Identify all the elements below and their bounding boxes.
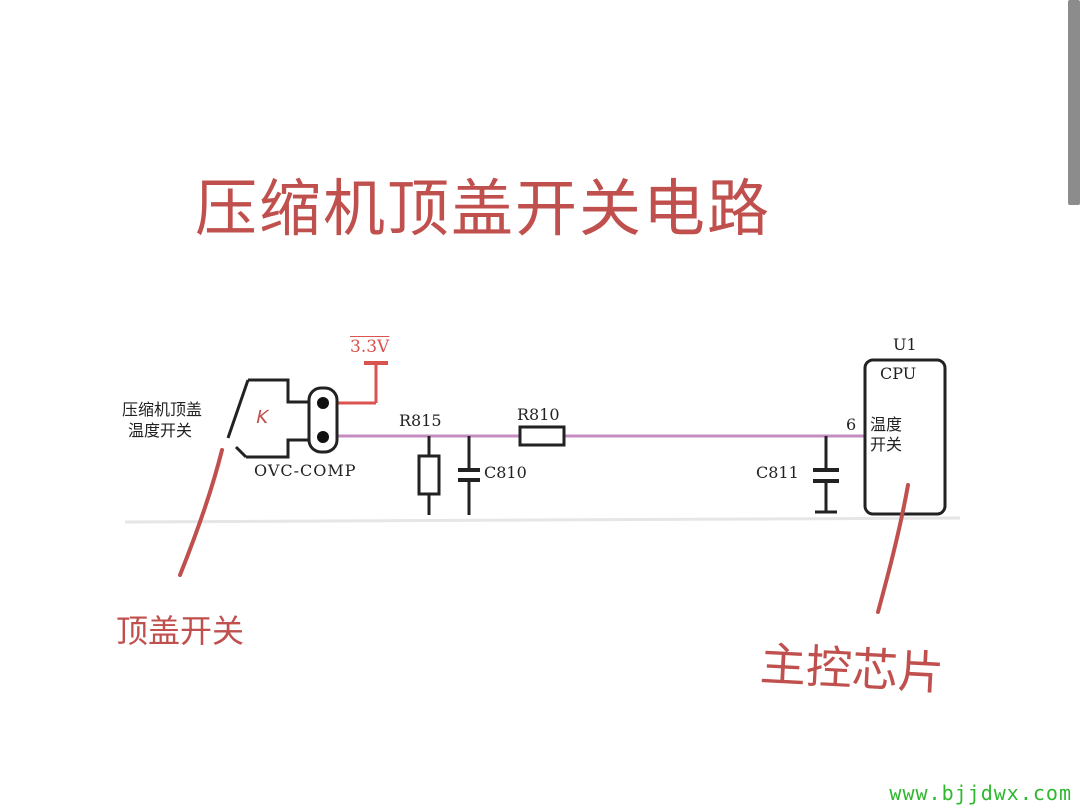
ic-pin-label: 6 <box>846 415 857 434</box>
r810-label: R810 <box>517 405 560 424</box>
annotation-switch-label: 顶盖开关 <box>116 612 245 650</box>
connector-label: OVC-COMP <box>254 461 357 480</box>
r815-body <box>417 454 441 496</box>
annotation-stroke-chip <box>876 483 910 614</box>
c811-label: C811 <box>756 463 799 482</box>
r815-label: R815 <box>399 411 442 430</box>
connector-pin-1 <box>317 397 329 409</box>
ic-ref-label: U1 <box>893 335 917 354</box>
switch-contact <box>226 379 250 439</box>
baseline-shadow <box>124 516 961 524</box>
scrollbar-thumb[interactable] <box>1068 0 1080 205</box>
switch-frame <box>246 378 308 459</box>
c810-label: C810 <box>484 463 527 482</box>
ic-func-line1: 温度 <box>870 415 903 434</box>
cpu-box <box>863 358 947 516</box>
switch-label-line2: 温度开关 <box>128 421 193 440</box>
supply-label: 3.3V <box>350 337 390 357</box>
diagram-title: 压缩机顶盖开关电路 <box>195 172 772 245</box>
switch-label-line1: 压缩机顶盖 <box>122 400 203 419</box>
annotation-stroke-switch <box>178 448 224 577</box>
connector-pin-2 <box>317 431 329 443</box>
site-watermark: www.bjjdwx.com <box>889 781 1072 805</box>
switch-stub <box>234 445 248 459</box>
annotation-chip-label: 主控芯片 <box>758 636 946 701</box>
connector-body <box>307 386 339 454</box>
r810-body <box>518 425 566 447</box>
ic-name-label: CPU <box>880 364 917 383</box>
ic-func-line2: 开关 <box>870 435 903 454</box>
